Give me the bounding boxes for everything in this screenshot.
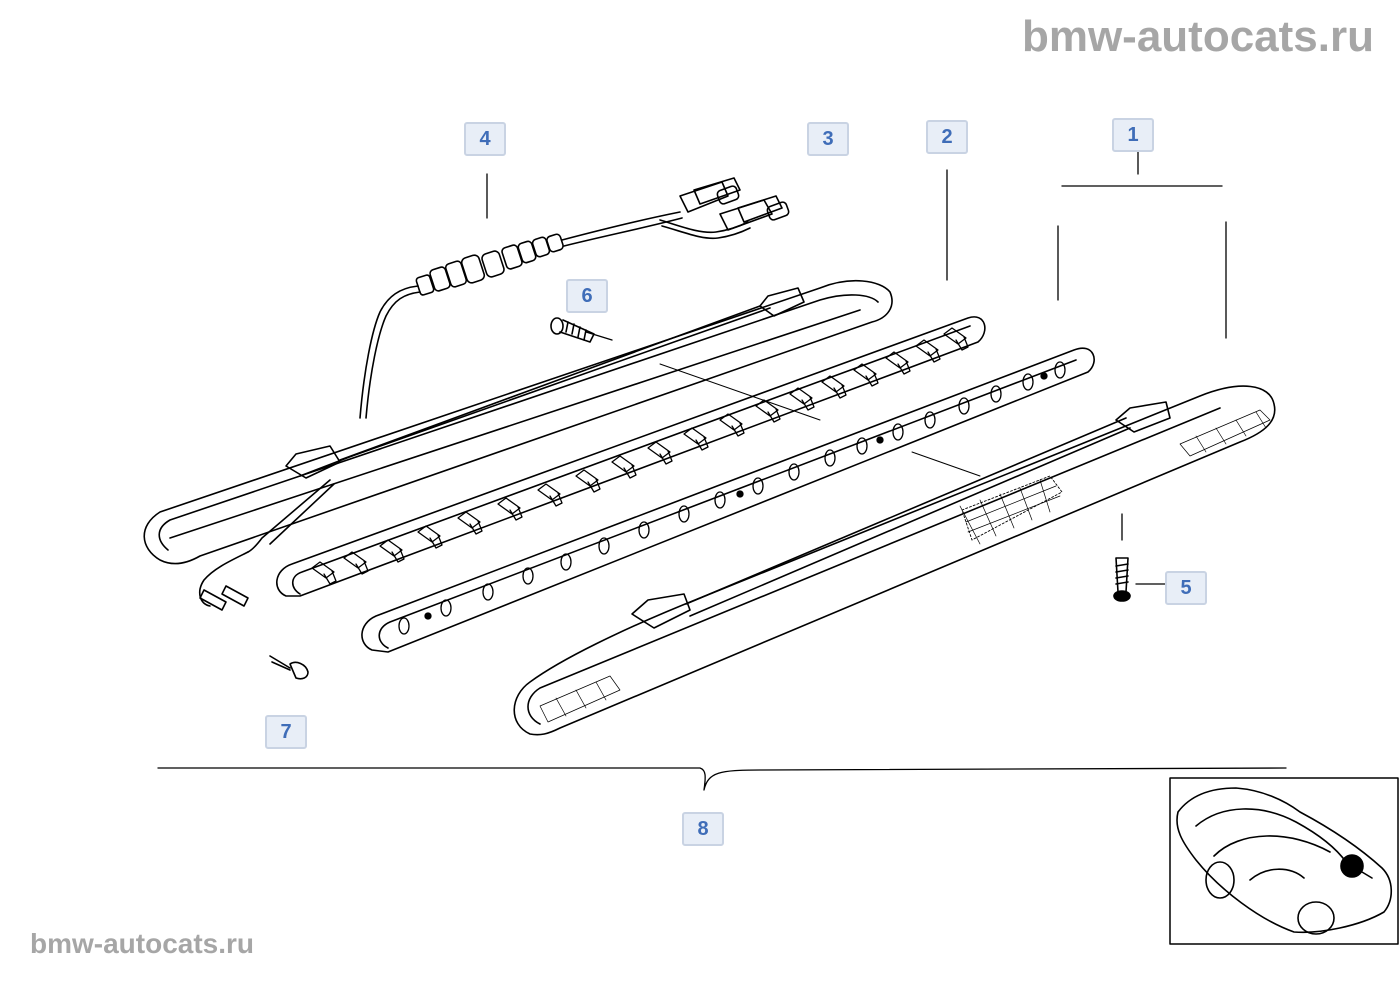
- screw-part-5: [1113, 557, 1131, 602]
- callout-8[interactable]: 8: [682, 812, 724, 846]
- bulb-part-7: [269, 655, 309, 680]
- location-marker: [1340, 854, 1364, 878]
- alignment-lines: [659, 363, 981, 477]
- watermark-bottom: bmw-autocats.ru: [30, 928, 255, 959]
- reflector-plate: [361, 347, 1095, 653]
- watermark-top: bmw-autocats.ru: [1021, 12, 1374, 61]
- car-location-thumbnail: [1169, 777, 1399, 945]
- callout-5[interactable]: 5: [1165, 571, 1207, 605]
- callout-1[interactable]: 1: [1112, 118, 1154, 152]
- callout-6[interactable]: 6: [566, 279, 608, 313]
- leader-lines: [157, 151, 1287, 791]
- callout-2[interactable]: 2: [926, 120, 968, 154]
- housing-part-3: [143, 279, 893, 611]
- callout-7[interactable]: 7: [265, 715, 307, 749]
- led-strip-part-2: [276, 316, 986, 597]
- lens-cover-part-1: [513, 385, 1276, 736]
- callout-4[interactable]: 4: [464, 122, 506, 156]
- callout-3[interactable]: 3: [807, 122, 849, 156]
- screw-part-6: [550, 317, 595, 343]
- wiring-harness-part-4: [359, 177, 790, 419]
